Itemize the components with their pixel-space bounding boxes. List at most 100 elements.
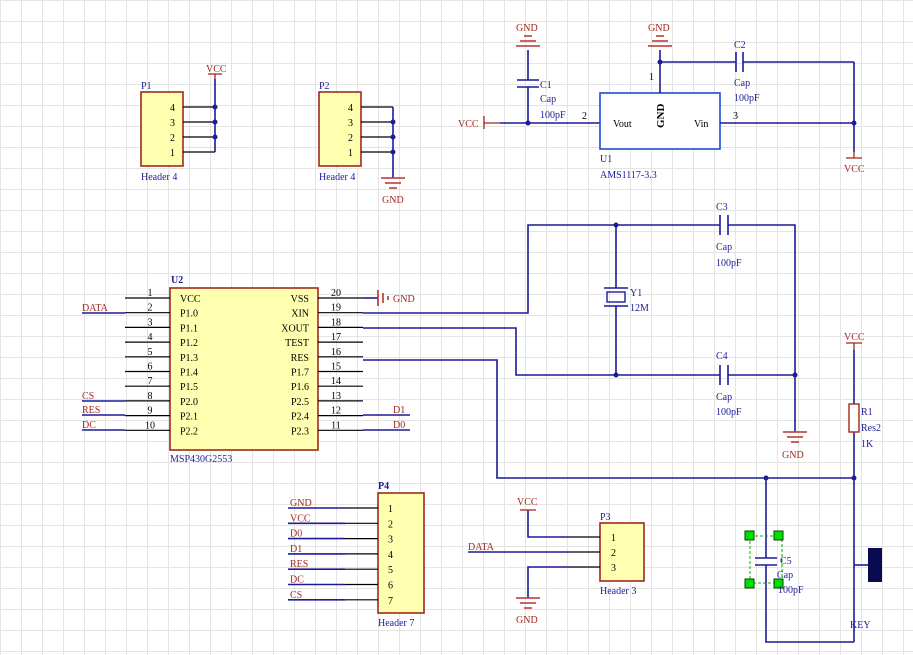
header-p2[interactable]: P2 Header 4 4 3 2 1 GND [318, 81, 405, 206]
p4-net-label: D0 [290, 529, 302, 540]
c4-comment: Cap [716, 392, 732, 403]
res-net-label: RES [82, 405, 100, 416]
power-section: VCC C1 Cap 100pF GND Vout Vin GND 2 3 1 … [458, 23, 865, 181]
u1-gnd-label: GND [655, 104, 667, 129]
u2-pin-name: P2.5 [291, 397, 309, 408]
junction [212, 104, 218, 110]
u2-pin-number: 1 [148, 288, 153, 299]
r1-value: 1K [861, 439, 874, 450]
u2-pin-name: P2.1 [180, 412, 198, 423]
r1-body [848, 403, 860, 433]
gnd-symbol [377, 290, 389, 306]
vcc-net-label: VCC [206, 64, 227, 75]
p3-pin-label: 1 [611, 533, 616, 544]
u2-pin-number: 18 [331, 317, 341, 328]
u1-vout-label: Vout [613, 119, 632, 130]
gnd-net-label: GND [393, 294, 415, 305]
vcc-net-label: VCC [458, 119, 479, 130]
y1-plates [604, 287, 628, 307]
r1-designator: R1 [861, 407, 873, 418]
junction [851, 120, 857, 126]
p1-pin-label: 2 [170, 133, 175, 144]
gnd-symbol [516, 35, 540, 47]
u2-pin-number: 9 [148, 406, 153, 417]
p1-body[interactable] [140, 91, 184, 167]
key-switch[interactable]: KEY [850, 478, 882, 642]
d1-net-label: D1 [393, 405, 405, 416]
header-p3[interactable]: P3 Header 3 1 2 3 VCC DATA GND [468, 497, 645, 626]
junction [390, 134, 396, 140]
gnd-net-label: GND [648, 23, 670, 34]
u1-pin1: 1 [649, 72, 654, 83]
c4-value: 100pF [716, 407, 742, 418]
data-net-label: DATA [82, 303, 109, 314]
gnd-net-label: GND [516, 615, 538, 626]
capacitor-c3[interactable]: C3 Cap 100pF [716, 202, 742, 269]
u2-pin-number: 7 [148, 376, 153, 387]
p3-vcc-wire [527, 510, 570, 538]
gnd-symbol [516, 597, 540, 609]
c2-plates [735, 52, 744, 72]
vcc-port-symbol [846, 342, 862, 350]
p3-pin-label: 2 [611, 548, 616, 559]
p1-pin-label: 4 [170, 103, 175, 114]
capacitor-c2[interactable]: C2 Cap 100pF [660, 40, 854, 104]
u2-pin-name: P1.2 [180, 338, 198, 349]
c3-comment: Cap [716, 242, 732, 253]
c2-comment: Cap [734, 78, 750, 89]
p3-designator: P3 [600, 512, 611, 523]
u1-vin-label: Vin [694, 119, 708, 130]
resistor-r1[interactable]: R1 Res2 1K [848, 350, 881, 478]
p2-body[interactable] [318, 91, 362, 167]
u2-pin-number: 13 [331, 391, 341, 402]
u2-left-nets: DATA CS RES DC [82, 303, 125, 431]
gnd-symbol [648, 35, 672, 47]
c2-value: 100pF [734, 93, 760, 104]
u2-pin-name: VCC [180, 294, 201, 305]
y1-designator: Y1 [630, 288, 642, 299]
vcc-net-label: VCC [517, 497, 538, 508]
c1-designator: C1 [540, 80, 552, 91]
selection-handle[interactable] [773, 578, 784, 589]
u1-comment: AMS1117-3.3 [600, 170, 657, 181]
p4-net-label: RES [290, 559, 308, 570]
p2-pin-label: 4 [348, 103, 353, 114]
crystal-y1[interactable]: Y1 12M [604, 225, 649, 375]
p4-body[interactable] [377, 492, 425, 614]
u2-pin-number: 4 [148, 332, 153, 343]
p2-designator: P2 [319, 81, 330, 92]
capacitor-c4[interactable]: C4 Cap 100pF [716, 351, 742, 418]
c1-value: 100pF [540, 110, 566, 121]
c5-comment: Cap [777, 570, 793, 581]
c2-designator: C2 [734, 40, 746, 51]
p4-net-label: GND [290, 498, 312, 509]
selection-handle[interactable] [744, 578, 755, 589]
u2-pin-number: 11 [331, 420, 341, 431]
u2-pin-number: 17 [331, 332, 341, 343]
capacitor-c5[interactable]: C5 Cap 100pF [744, 478, 854, 643]
selection-handle[interactable] [744, 530, 755, 541]
p3-pins [570, 536, 600, 568]
c5-designator: C5 [780, 556, 792, 567]
selection-handle[interactable] [773, 530, 784, 541]
u2-pin-name: P2.4 [291, 412, 309, 423]
capacitor-c1[interactable]: C1 Cap 100pF [517, 50, 566, 123]
p2-comment: Header 4 [319, 172, 355, 183]
gnd-net-label: GND [382, 195, 404, 206]
p1-comment: Header 4 [141, 172, 177, 183]
p1-designator: P1 [141, 81, 152, 92]
junction [390, 119, 396, 125]
u2-pin-number: 10 [145, 420, 155, 431]
junction [212, 119, 218, 125]
p3-body[interactable] [599, 522, 645, 582]
header-p1[interactable]: P1 Header 4 4 3 2 1 VCC [140, 64, 227, 183]
gnd-net-label: GND [782, 450, 804, 461]
y1-comment: 12M [630, 303, 649, 314]
vcc-net-label: VCC [844, 164, 865, 175]
p4-pin-number: 4 [388, 550, 393, 561]
mcu-u2[interactable]: U2 MSP430G2553 1VCC2P1.03P1.14P1.25P1.36… [125, 275, 363, 465]
xout-wire [363, 327, 720, 376]
c3-plates [719, 215, 729, 235]
u2-body[interactable] [169, 287, 319, 451]
